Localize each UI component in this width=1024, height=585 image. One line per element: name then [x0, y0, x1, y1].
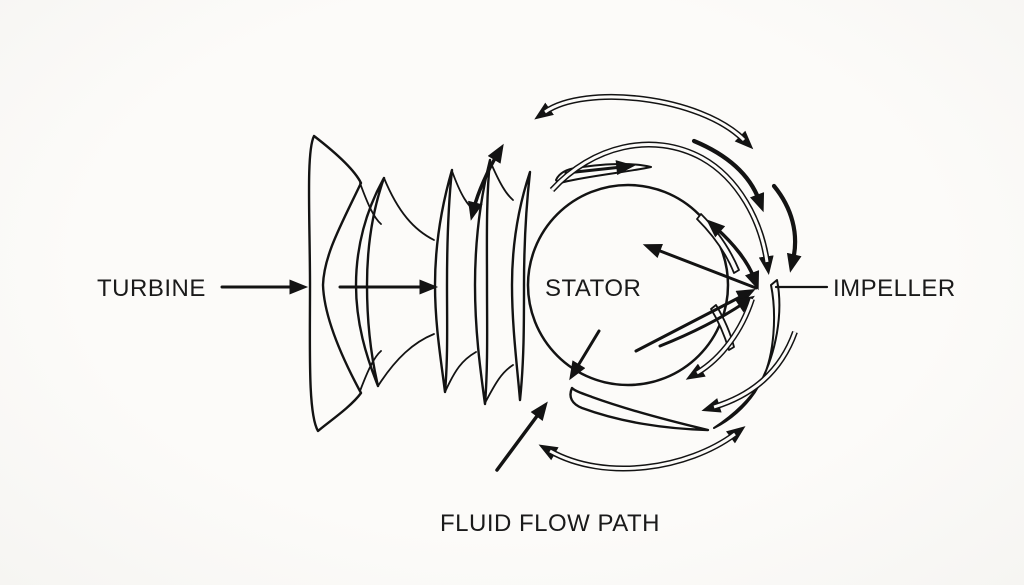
stator-edge-double-arrow — [706, 219, 760, 291]
clockwise-arc-right — [771, 183, 802, 273]
labels: TURBINE STATOR IMPELLER FLUID FLOW PATH — [97, 275, 956, 537]
fluid-flow-path-label: FLUID FLOW PATH — [440, 510, 660, 537]
turbine-blade-3 — [433, 168, 454, 394]
flow-arrow-to-center — [642, 244, 758, 290]
turbine-blade-main — [307, 134, 363, 433]
impeller-blade-bottom — [569, 386, 710, 432]
turbine-assembly — [307, 134, 532, 433]
impeller-blade-sliver-lower — [710, 304, 735, 351]
flow-arrows — [220, 93, 802, 472]
fluid-flow-path-arrow — [495, 401, 548, 472]
flow-arrow-from-lower-left — [634, 288, 756, 353]
clockwise-arc-upper-right — [691, 138, 765, 213]
turbine-label: TURBINE — [97, 275, 206, 302]
flow-arrow-exit-lower-left — [569, 329, 601, 381]
turbine-blade-5 — [510, 170, 532, 402]
impeller-label: IMPELLER — [833, 275, 956, 302]
turbine-blade-4 — [473, 158, 492, 406]
stator-label: STATOR — [545, 275, 641, 302]
flow-arrow-from-bottom — [658, 295, 755, 348]
blade-oscillation-arrow — [468, 143, 504, 221]
